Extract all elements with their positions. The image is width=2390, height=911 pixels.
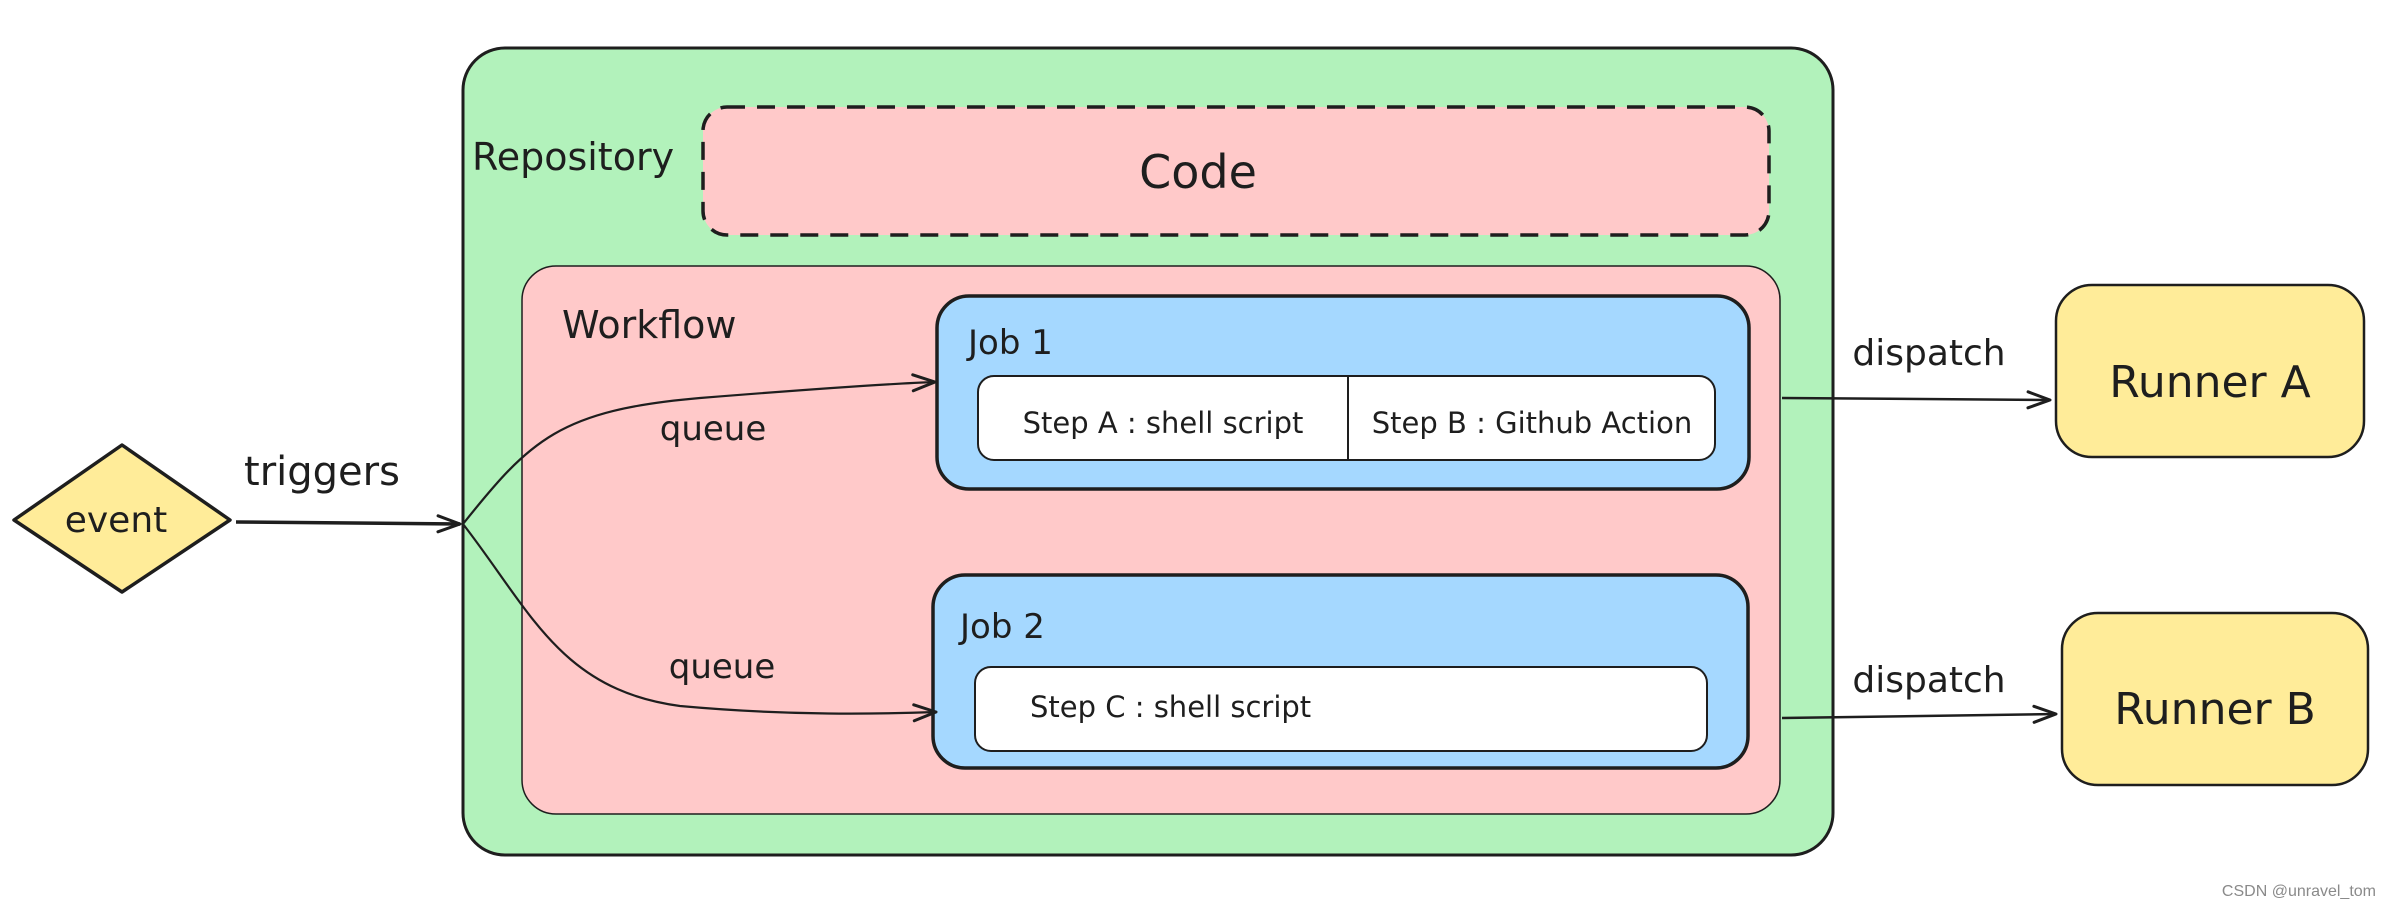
repository-label: Repository xyxy=(472,135,674,179)
runner-a-label: Runner A xyxy=(2109,357,2311,408)
triggers-arrow xyxy=(235,514,462,534)
step-b-label: Step B : Github Action xyxy=(1372,406,1692,440)
dispatch-b-label: dispatch xyxy=(1852,660,2005,701)
queue-arrow-1 xyxy=(462,373,937,525)
runner-b-label: Runner B xyxy=(2114,684,2316,735)
step-c-label: Step C : shell script xyxy=(1030,690,1311,724)
queue-2-label: queue xyxy=(669,647,776,687)
step-a-label: Step A : shell script xyxy=(1023,406,1304,440)
dispatch-arrow-b xyxy=(1781,704,2058,724)
workflow-label: Workflow xyxy=(562,303,737,347)
runner-a-box xyxy=(2054,283,2366,459)
queue-arrow-2 xyxy=(462,523,938,723)
triggers-label: triggers xyxy=(244,449,400,495)
job-1-label: Job 1 xyxy=(966,323,1053,363)
job-1-steps-box xyxy=(977,375,1716,461)
event-label: event xyxy=(65,500,168,541)
runner-b-box xyxy=(2060,611,2370,787)
job-2-label: Job 2 xyxy=(958,607,1045,647)
watermark: CSDN @unravel_tom xyxy=(2221,883,2376,900)
code-label: Code xyxy=(1139,145,1257,199)
dispatch-arrow-a xyxy=(1781,390,2052,410)
queue-1-label: queue xyxy=(660,409,767,449)
dispatch-a-label: dispatch xyxy=(1852,333,2005,374)
event-node xyxy=(12,443,232,594)
code-box xyxy=(701,105,1771,237)
job-2-steps-box xyxy=(974,666,1708,752)
